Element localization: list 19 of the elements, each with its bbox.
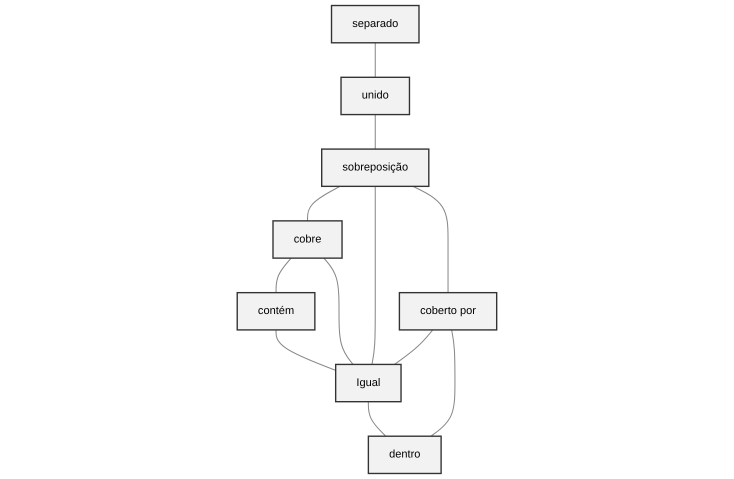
connector bbox=[368, 402, 386, 437]
connector bbox=[412, 186, 449, 293]
connector bbox=[371, 186, 376, 365]
connector bbox=[307, 186, 340, 221]
node-box: coberto por bbox=[398, 292, 498, 331]
connector bbox=[394, 330, 434, 365]
node-box: unido bbox=[340, 76, 410, 116]
node-box: separado bbox=[330, 4, 420, 44]
node-box: Igual bbox=[335, 364, 402, 402]
node-box: cobre bbox=[272, 220, 343, 259]
connector bbox=[374, 114, 376, 150]
connector bbox=[276, 330, 336, 371]
node-box: contém bbox=[236, 292, 316, 331]
connector bbox=[324, 258, 354, 365]
node-box: sobreposição bbox=[321, 148, 430, 188]
connector bbox=[374, 42, 376, 78]
connector bbox=[276, 258, 292, 293]
node-box: dentro bbox=[368, 436, 442, 474]
connector bbox=[430, 330, 456, 437]
